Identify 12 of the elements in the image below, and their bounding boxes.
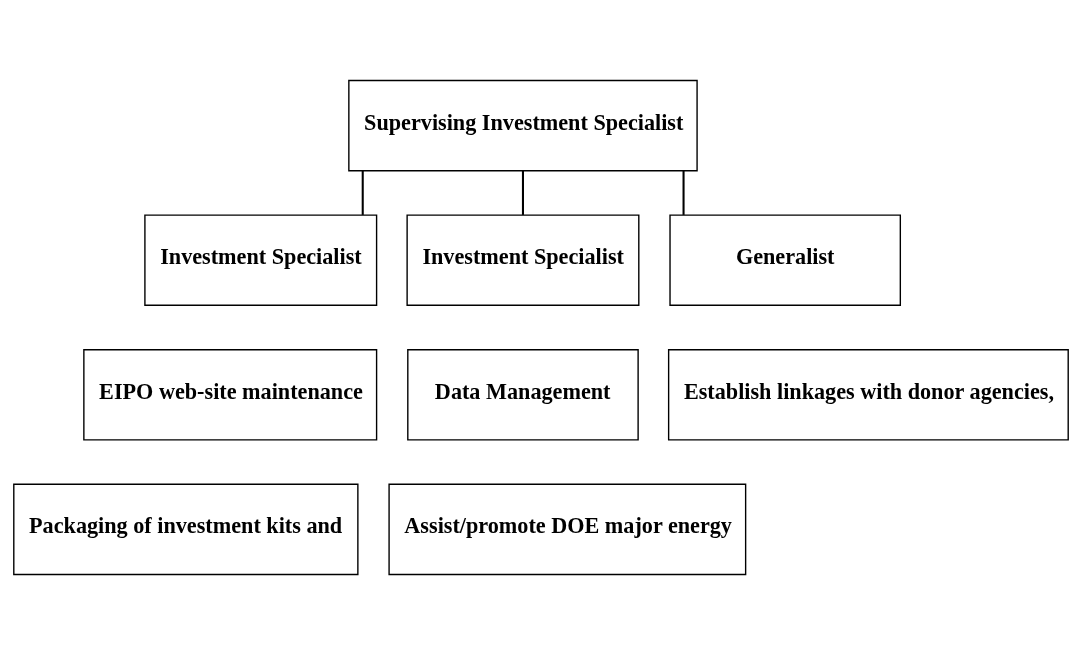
node-box: Investment Specialist xyxy=(406,214,640,306)
connector xyxy=(361,170,364,215)
node-box: Generalist xyxy=(669,214,902,306)
node-box: Data Management xyxy=(407,349,639,441)
node-box: Establish linkages with donor agencies, xyxy=(667,349,1069,441)
connector xyxy=(521,170,524,215)
node-box: EIPO web-site maintenance xyxy=(83,349,378,441)
node-box: Supervising Investment Specialist xyxy=(348,79,698,172)
node-box: Investment Specialist xyxy=(144,214,378,306)
node-box: Packaging of investment kits and xyxy=(13,483,359,576)
node-box: Assist/promote DOE major energy xyxy=(388,483,747,576)
connector xyxy=(682,170,685,215)
